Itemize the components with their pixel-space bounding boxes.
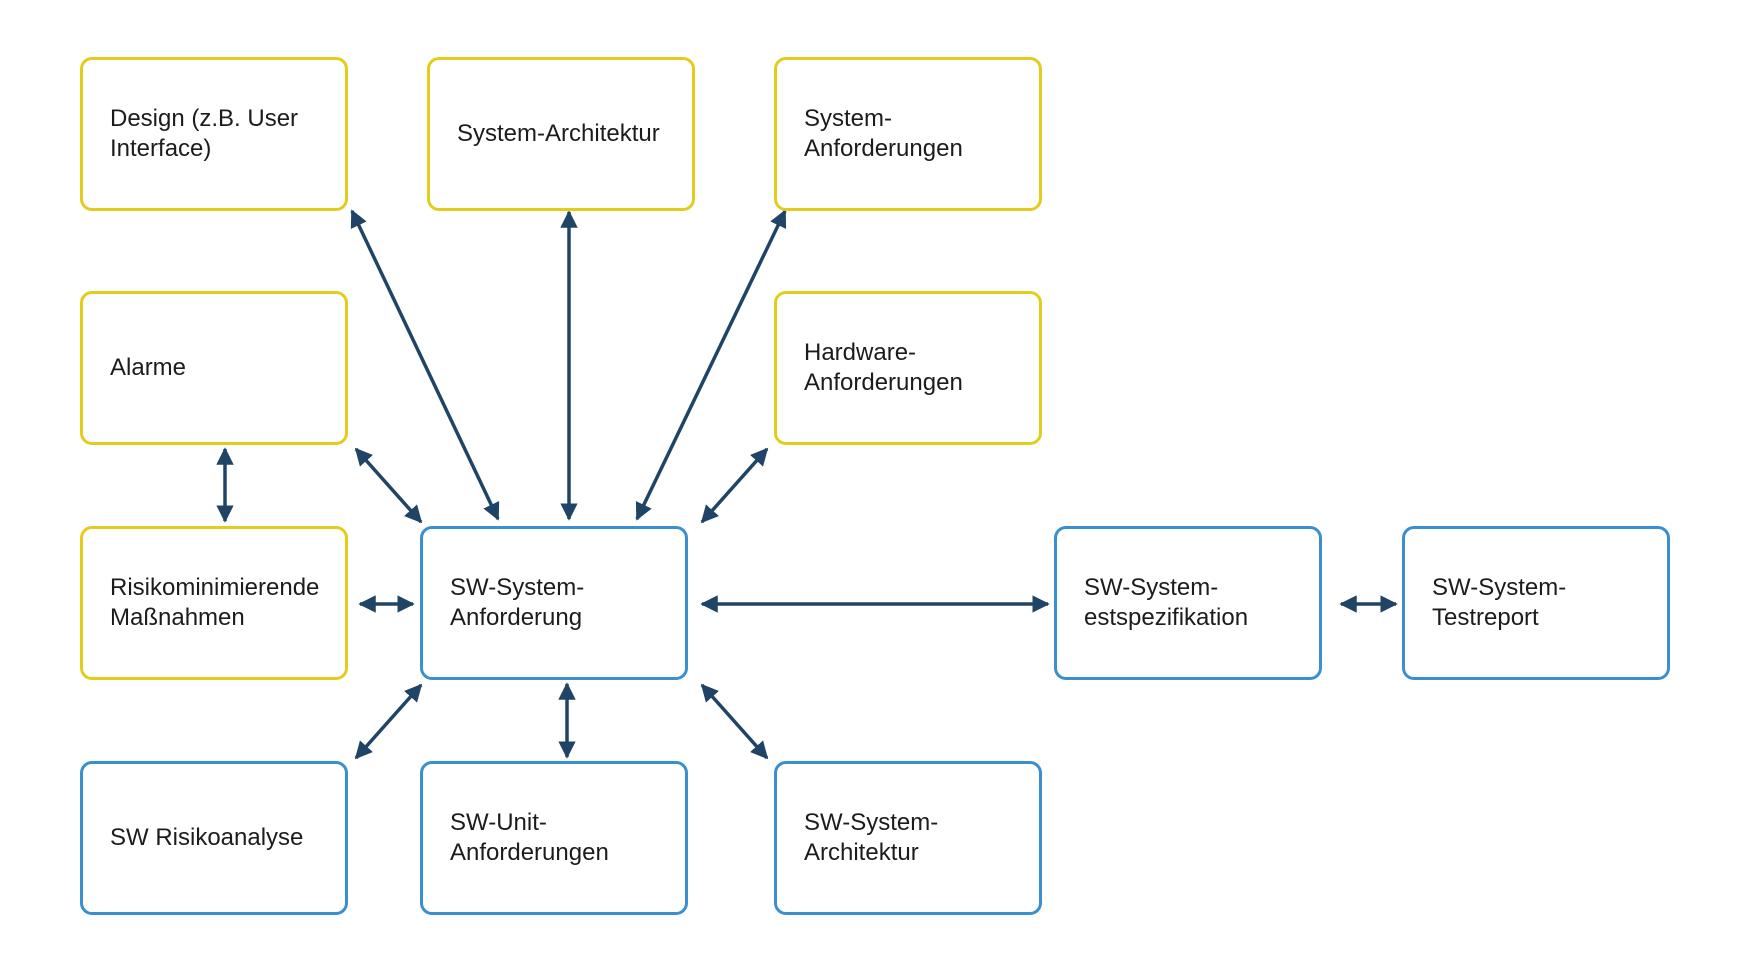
node-label-system-architektur: System-Architektur: [457, 120, 660, 147]
node-label-hardware-anforderungen: Hardware- Anforderungen: [804, 339, 963, 396]
node-label-sw-system-anforderung: SW-System- Anforderung: [450, 574, 585, 631]
node-label-sw-system-testreport: SW-System- Testreport: [1432, 574, 1567, 631]
arrow-sw-system-anforderung-sw-risikoanalyse: [354, 683, 423, 760]
node-label-risikominimierende-massnahmen: Risikominimierende Maßnahmen: [110, 574, 320, 631]
arrow-sw-system-anforderung-sw-system-architektur: [700, 683, 769, 760]
node-label-design: Design (z.B. User Interface): [110, 105, 299, 162]
node-label-alarme: Alarme: [110, 354, 187, 381]
node-system-architektur: System-Architektur: [427, 57, 695, 211]
node-sw-system-architektur: SW-System- Architektur: [774, 761, 1042, 915]
arrow-system-anforderungen-sw-system-anforderung: [635, 209, 787, 521]
node-risikominimierende-massnahmen: Risikominimierende Maßnahmen: [80, 526, 348, 680]
node-label-sw-system-architektur: SW-System- Architektur: [804, 809, 939, 866]
node-hardware-anforderungen: Hardware- Anforderungen: [774, 291, 1042, 445]
node-sw-system-testspezifikation: SW-System- estspezifikation: [1054, 526, 1322, 680]
arrow-alarme-sw-system-anforderung: [354, 447, 423, 524]
node-label-sw-risikoanalyse: SW Risikoanalyse: [110, 824, 304, 851]
node-label-sw-system-testspezifikation: SW-System- estspezifikation: [1084, 574, 1249, 631]
node-alarme: Alarme: [80, 291, 348, 445]
arrow-design-sw-system-anforderung: [350, 209, 500, 521]
node-sw-unit-anforderungen: SW-Unit- Anforderungen: [420, 761, 688, 915]
node-label-system-anforderungen: System- Anforderungen: [804, 105, 963, 162]
arrow-hardware-anforderungen-sw-system-anforderung: [700, 447, 769, 524]
node-sw-system-anforderung: SW-System- Anforderung: [420, 526, 688, 680]
node-label-sw-unit-anforderungen: SW-Unit- Anforderungen: [450, 809, 609, 866]
node-design: Design (z.B. User Interface): [80, 57, 348, 211]
node-system-anforderungen: System- Anforderungen: [774, 57, 1042, 211]
node-sw-system-testreport: SW-System- Testreport: [1402, 526, 1670, 680]
node-sw-risikoanalyse: SW Risikoanalyse: [80, 761, 348, 915]
